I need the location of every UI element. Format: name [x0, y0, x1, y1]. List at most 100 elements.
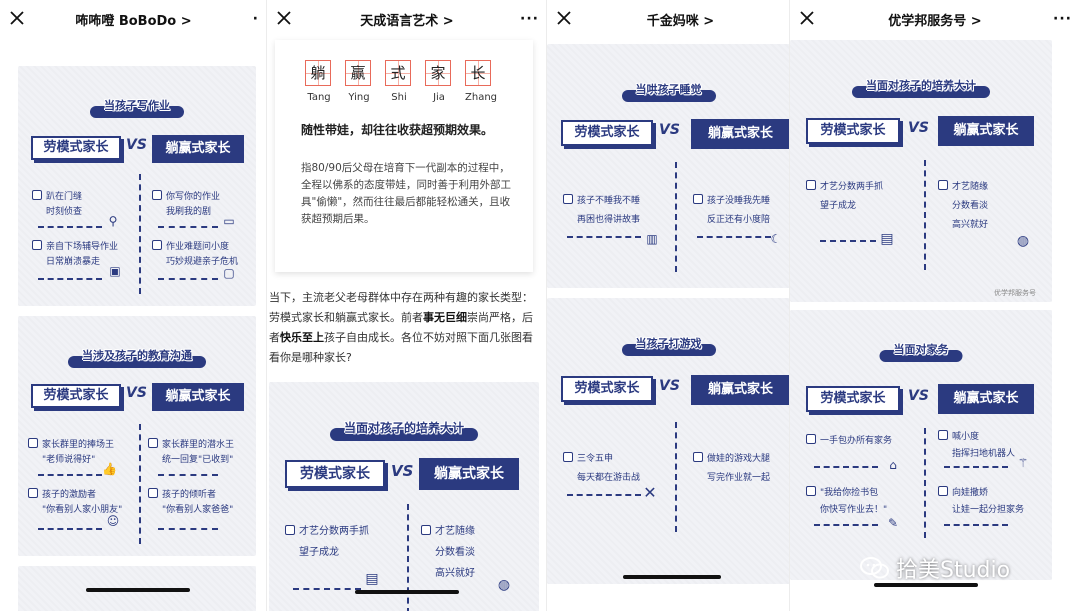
- illustration-card: 当面对孩子的培养大计 劳模式家长 VS 躺赢式家长 才艺分数两手抓望子成龙 ▤ …: [269, 382, 539, 611]
- card-banner: 当哄孩子睡觉: [621, 84, 716, 102]
- illustration-card: 当面对孩子的培养大计 劳模式家长 VS 躺赢式家长 才艺分数两手抓望子成龙 ▤ …: [790, 40, 1052, 302]
- definition-body: 指80/90后父母在培育下一代副本的过程中，全程以佛系的态度带娃，同时善于利用外…: [301, 162, 511, 225]
- home-indicator[interactable]: [355, 590, 459, 594]
- tyz-label: 躺赢式家长: [691, 375, 790, 405]
- vs-label: VS: [659, 378, 680, 394]
- vs-label: VS: [126, 385, 147, 401]
- list-item: 才艺随缘分数看淡高兴就好: [938, 180, 988, 233]
- tyz-label: 躺赢式家长: [419, 458, 519, 490]
- card-banner: 当孩子写作业: [90, 100, 184, 118]
- account-title[interactable]: 千金妈咪 >: [646, 14, 715, 29]
- lmz-label: 劳模式家长: [806, 118, 900, 144]
- list-item: 家长群里的潜水王统一回复"已收到": [148, 438, 234, 468]
- card-watermark: 优学邦服务号: [994, 289, 1036, 297]
- cross-icon: ✕: [643, 483, 657, 502]
- illustration-card: 当孩子写作业 劳模式家长 VS 躺赢式家长 趴在门缝时刻侦查 ⚲ 亲自下场辅导作…: [18, 66, 256, 306]
- book-icon: ▥: [646, 232, 658, 246]
- pencil-icon: ✎: [887, 516, 899, 530]
- close-icon[interactable]: [8, 9, 26, 27]
- list-item: 才艺分数两手抓望子成龙: [806, 180, 883, 214]
- nav-bar: 千金妈咪 >: [547, 0, 790, 38]
- illustration-card: 当涉及孩子的教育沟通 劳模式家长 VS 躺赢式家长 家长群里的捧场王"老师说得好…: [18, 316, 256, 556]
- nav-bar: 优学邦服务号 > ···: [790, 0, 1080, 38]
- list-item: 一手包办所有家务: [806, 434, 892, 449]
- account-title[interactable]: 天成语言艺术 >: [360, 14, 454, 29]
- cleaning-icon: ⌂: [889, 458, 897, 472]
- close-icon[interactable]: [275, 9, 293, 27]
- list-item: 家长群里的捧场王"老师说得好": [28, 438, 114, 468]
- vs-label: VS: [908, 388, 929, 404]
- more-icon[interactable]: ·: [252, 11, 259, 27]
- illustration-card: 当孩子打游戏 劳模式家长 VS 躺赢式家长 三令五申每天都在游击战 ✕ 做娃的游…: [547, 298, 790, 584]
- definition-heading: 随性带娃，却往往收获超预期效果。: [301, 123, 494, 137]
- speaker-icon: ▢: [223, 266, 235, 280]
- home-indicator[interactable]: [623, 575, 721, 579]
- easel-icon: ▣: [109, 264, 121, 278]
- list-item: 孩子没睡我先睡反正还有小度陪: [693, 194, 770, 228]
- card-banner: 当面对孩子的培养大计: [329, 422, 479, 441]
- illustration-card: 当面对家务 劳模式家长 VS 躺赢式家长 一手包办所有家务 ⌂ "我给你捡书包你…: [790, 310, 1052, 580]
- nav-bar: 天成语言艺术 > ···: [267, 0, 547, 38]
- article-paragraph: 当下，主流老父老母群体中存在两种有趣的家长类型：劳模式家长和躺赢式家长。前者事无…: [269, 291, 533, 364]
- article-panel-bobodo[interactable]: 咘咘噔 BoBoDo > · 当孩子写作业 劳模式家长 VS 躺赢式家长 趴在门…: [0, 0, 267, 611]
- smiley-ball-icon: ◍: [497, 577, 511, 593]
- home-indicator[interactable]: [86, 588, 190, 592]
- more-icon[interactable]: ···: [1053, 11, 1072, 27]
- list-item: 亲自下场辅导作业日常崩溃暴走: [32, 240, 118, 270]
- card-banner: 当涉及孩子的教育沟通: [68, 350, 206, 368]
- list-item: 向娃撒娇让娃一起分担家务: [938, 486, 1024, 518]
- broom-icon: ⚚: [1017, 456, 1029, 470]
- face-icon: ☺: [106, 514, 120, 528]
- lmz-label: 劳模式家长: [561, 120, 653, 146]
- account-title[interactable]: 咘咘噔 BoBoDo >: [75, 14, 192, 29]
- tyz-label: 躺赢式家长: [938, 384, 1034, 414]
- list-item: 才艺随缘分数看淡高兴就好: [421, 524, 475, 581]
- moon-icon: ☾: [770, 232, 782, 246]
- list-item: 喊小度指挥扫地机器人: [938, 430, 1015, 462]
- illustration-card: 当哄孩子睡觉 劳模式家长 VS 躺赢式家长 孩子不睡我不睡再困也得讲故事 ▥ 孩…: [547, 44, 790, 288]
- close-icon[interactable]: [555, 9, 573, 27]
- vs-label: VS: [908, 120, 929, 136]
- tyz-label: 躺赢式家长: [152, 383, 244, 411]
- card-banner: 当面对家务: [879, 344, 963, 362]
- tv-icon: ▭: [223, 214, 235, 228]
- vs-label: VS: [391, 462, 414, 480]
- home-indicator[interactable]: [874, 583, 978, 587]
- more-icon[interactable]: ···: [520, 11, 539, 27]
- notebook-icon: ▤: [880, 231, 894, 247]
- thumbs-up-icon: 👍: [102, 462, 117, 476]
- tyz-label: 躺赢式家长: [691, 119, 790, 149]
- list-item: 你写你的作业我刷我的剧: [152, 190, 220, 220]
- tyz-label: 躺赢式家长: [152, 135, 244, 163]
- lmz-label: 劳模式家长: [561, 376, 653, 402]
- smiley-ball-icon: ◍: [1016, 233, 1030, 249]
- close-icon[interactable]: [798, 9, 816, 27]
- lmz-label: 劳模式家长: [285, 460, 385, 488]
- list-item: 孩子的倾听者"你看别人家爸爸": [148, 488, 233, 518]
- article-panel-qianjin[interactable]: 千金妈咪 > 当哄孩子睡觉 劳模式家长 VS 躺赢式家长 孩子不睡我不睡再困也得…: [547, 0, 790, 611]
- card-banner: 当面对孩子的培养大计: [852, 80, 990, 98]
- list-item: 作业难题问小度巧妙规避亲子危机: [152, 240, 238, 270]
- list-item: 趴在门缝时刻侦查: [32, 190, 82, 220]
- studio-watermark: 拾美Studio: [860, 552, 1010, 586]
- vs-label: VS: [659, 122, 680, 138]
- list-item: 孩子的激励者"你看别人家小朋友": [28, 488, 122, 518]
- list-item: 三令五申每天都在游击战: [563, 452, 640, 486]
- lmz-label: 劳模式家长: [31, 384, 121, 408]
- notebook-icon: ▤: [365, 571, 379, 587]
- list-item: "我给你捡书包你快写作业去！": [806, 486, 887, 518]
- tyz-label: 躺赢式家长: [938, 116, 1034, 146]
- nav-bar: 咘咘噔 BoBoDo > ·: [0, 0, 267, 38]
- account-title[interactable]: 优学邦服务号 >: [888, 14, 982, 29]
- card-banner: 当孩子打游戏: [621, 338, 716, 356]
- lmz-label: 劳模式家长: [31, 136, 121, 160]
- vs-label: VS: [126, 137, 147, 153]
- lmz-label: 劳模式家长: [806, 386, 900, 412]
- list-item: 做娃的游戏大腿写完作业就一起: [693, 452, 770, 486]
- list-item: 才艺分数两手抓望子成龙: [285, 524, 369, 560]
- article-panel-youxuebang[interactable]: 优学邦服务号 > ··· 当面对孩子的培养大计 劳模式家长 VS 躺赢式家长 才…: [790, 0, 1080, 611]
- wechat-icon: [860, 556, 890, 586]
- list-item: 孩子不睡我不睡再困也得讲故事: [563, 194, 640, 228]
